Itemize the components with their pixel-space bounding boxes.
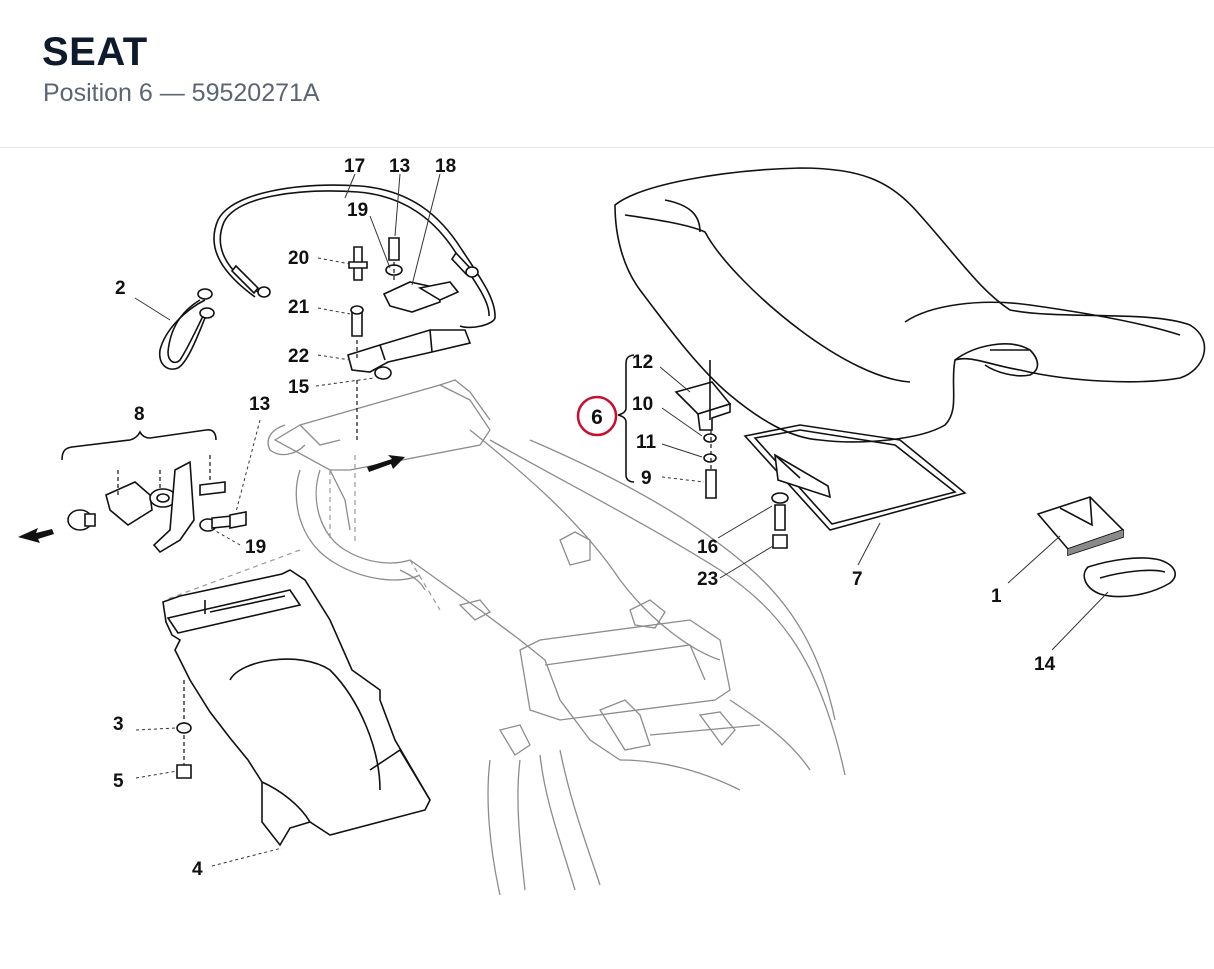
callout-21[interactable]: 21: [288, 297, 310, 318]
callout-19-top[interactable]: 19: [347, 200, 368, 221]
callout-8[interactable]: 8: [134, 404, 145, 425]
callout-labels: 17 13 18 19 20 2 21 22 15 8 13 19 3 5 4 …: [113, 156, 1056, 880]
callout-13-top[interactable]: 13: [389, 156, 410, 177]
callout-12[interactable]: 12: [632, 352, 653, 373]
diagram-canvas: 17 13 18 19 20 2 21 22 15 8 13 19 3 5 4 …: [18, 156, 1206, 896]
callout-9[interactable]: 9: [641, 468, 652, 489]
direction-arrow-right: [367, 455, 405, 472]
callout-19-left[interactable]: 19: [245, 537, 266, 558]
callout-20[interactable]: 20: [288, 248, 309, 269]
part-1-pad: [1036, 496, 1125, 557]
page-subtitle: Position 6 — 59520271A: [43, 79, 320, 107]
callout-13-left[interactable]: 13: [249, 394, 270, 415]
callout-leaders: [134, 173, 1109, 867]
parts-3-5-fasteners: [176, 680, 192, 779]
callout-23[interactable]: 23: [697, 569, 718, 590]
part-6-bracket-group: [617, 354, 732, 499]
callout-14[interactable]: 14: [1034, 654, 1056, 675]
callout-16[interactable]: 16: [697, 537, 718, 558]
callout-6-highlighted[interactable]: 6: [576, 395, 618, 437]
part-14-pad: [1083, 557, 1176, 598]
callout-3[interactable]: 3: [113, 714, 124, 735]
part-4-undertray: [162, 569, 431, 847]
callout-6[interactable]: 6: [591, 406, 603, 429]
callout-17[interactable]: 17: [344, 156, 365, 177]
callout-18[interactable]: 18: [435, 156, 456, 177]
direction-arrow-left: [18, 528, 54, 543]
part-2-cable: [158, 288, 215, 370]
callout-1[interactable]: 1: [991, 586, 1002, 607]
part-13-screw: [229, 511, 247, 529]
callout-11[interactable]: 11: [636, 432, 657, 453]
callout-4[interactable]: 4: [192, 859, 203, 880]
callout-7[interactable]: 7: [852, 569, 863, 590]
selection-ring: [576, 395, 618, 437]
page-header: SEAT Position 6 — 59520271A: [0, 0, 1214, 148]
part-7-seat-pan: [743, 424, 967, 531]
callout-5[interactable]: 5: [113, 771, 124, 792]
lock-assembly: [347, 237, 472, 440]
frame-drawing: [164, 379, 846, 896]
callout-22[interactable]: 22: [288, 346, 309, 367]
callout-10[interactable]: 10: [632, 394, 653, 415]
part-8-latch-assembly: [61, 429, 243, 554]
callout-15[interactable]: 15: [288, 377, 310, 398]
part-17-release-cable: [213, 184, 496, 329]
parts-16-23-fasteners: [771, 492, 789, 549]
exploded-parts-diagram: 17 13 18 19 20 2 21 22 15 8 13 19 3 5 4 …: [0, 148, 1214, 964]
seat-drawing: [614, 167, 1206, 443]
page-title: SEAT: [42, 30, 148, 74]
callout-2[interactable]: 2: [115, 278, 126, 299]
